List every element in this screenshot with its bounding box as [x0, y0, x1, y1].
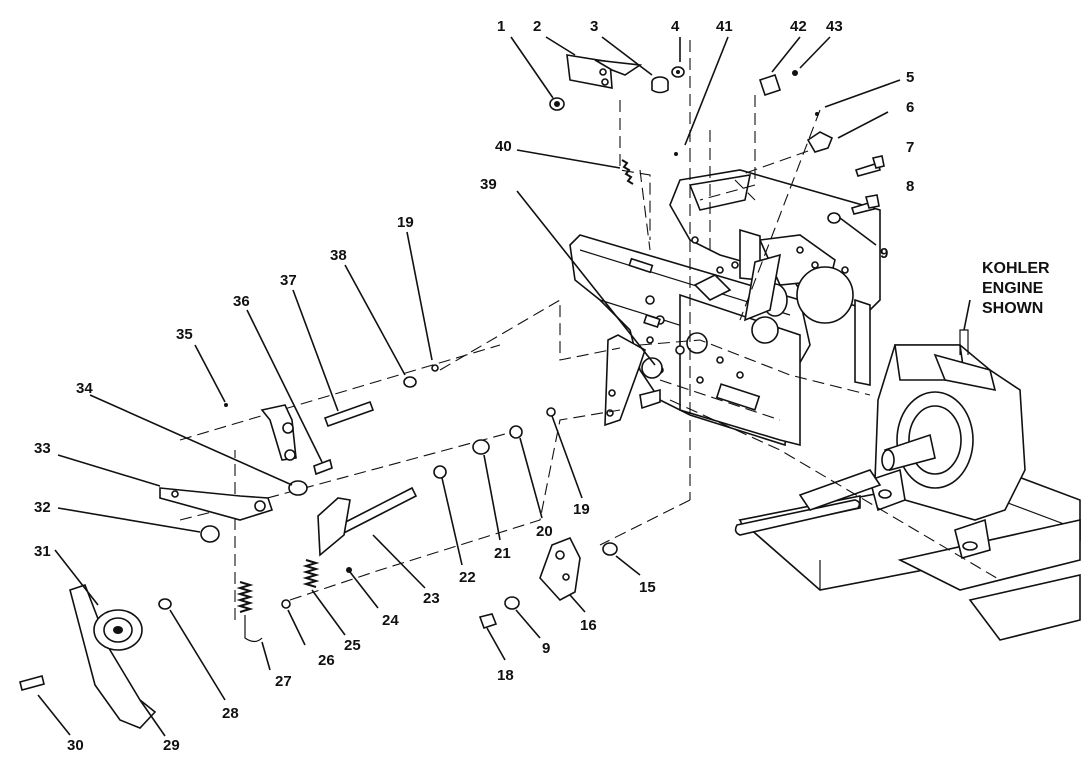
lower-bracket — [604, 334, 663, 427]
caption-line-2: ENGINE — [982, 280, 1044, 297]
upper-parts — [549, 54, 834, 185]
callout-41: 41 — [716, 18, 733, 35]
lower-parts — [478, 536, 618, 630]
callout-1: 1 — [497, 18, 505, 35]
callout-38: 38 — [330, 247, 347, 264]
callout-3: 3 — [590, 18, 598, 35]
bolts-right — [827, 155, 885, 224]
callout-27: 27 — [275, 673, 292, 690]
callout-29: 29 — [163, 737, 180, 754]
pulley-assembly — [19, 583, 157, 729]
callout-35: 35 — [176, 326, 193, 343]
callout-9-upper: 9 — [880, 245, 888, 262]
callout-25: 25 — [344, 637, 361, 654]
callout-22: 22 — [459, 569, 476, 586]
callout-33: 33 — [34, 440, 51, 457]
leader-lines — [37, 36, 901, 737]
callout-39: 39 — [480, 176, 497, 193]
engine-caption: KOHLER ENGINE SHOWN — [982, 260, 1050, 317]
callout-28: 28 — [222, 705, 239, 722]
callout-4: 4 — [671, 18, 680, 35]
callout-15: 15 — [639, 579, 656, 596]
callout-8: 8 — [906, 178, 914, 195]
callout-5: 5 — [906, 69, 914, 86]
callout-labels: 1 2 3 4 41 42 43 5 6 7 8 9 40 39 19 38 3… — [34, 18, 914, 754]
caption-line-1: KOHLER — [982, 260, 1050, 277]
kohler-engine — [798, 299, 1026, 559]
callout-43: 43 — [826, 18, 843, 35]
callout-32: 32 — [34, 499, 51, 516]
callout-26: 26 — [318, 652, 335, 669]
left-parts — [158, 364, 556, 643]
callout-40: 40 — [495, 138, 512, 155]
callout-18: 18 — [497, 667, 514, 684]
callout-7: 7 — [906, 139, 914, 156]
callout-2: 2 — [533, 18, 541, 35]
callout-42: 42 — [790, 18, 807, 35]
callout-19-upper: 19 — [397, 214, 414, 231]
callout-24: 24 — [382, 612, 399, 629]
callout-16: 16 — [580, 617, 597, 634]
callout-37: 37 — [280, 272, 297, 289]
callout-21: 21 — [494, 545, 511, 562]
callout-20: 20 — [536, 523, 553, 540]
callout-36: 36 — [233, 293, 250, 310]
caption-line-3: SHOWN — [982, 300, 1043, 317]
callout-19-lower: 19 — [573, 501, 590, 518]
callout-9-lower: 9 — [542, 640, 550, 657]
callout-6: 6 — [906, 99, 914, 116]
callout-31: 31 — [34, 543, 51, 560]
callout-34: 34 — [76, 380, 93, 397]
callout-30: 30 — [67, 737, 84, 754]
callout-23: 23 — [423, 590, 440, 607]
upper-frame-section — [669, 169, 881, 386]
